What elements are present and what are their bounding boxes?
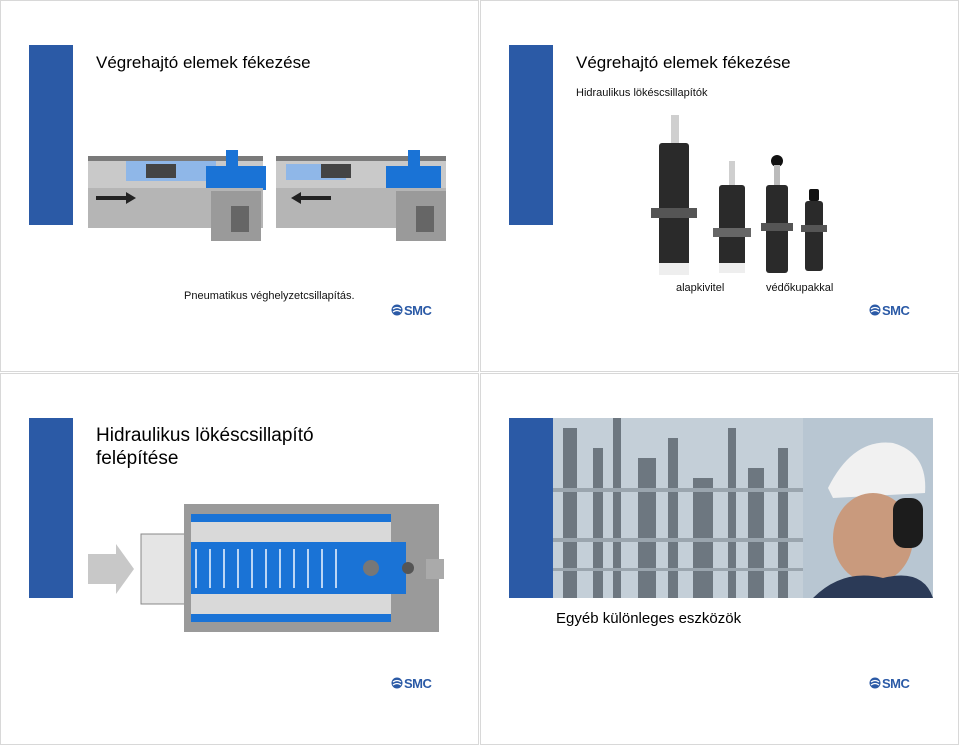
accent-bar	[509, 418, 553, 598]
slide-title: Végrehajtó elemek fékezése	[96, 53, 311, 72]
slide-caption: Egyéb különleges eszközök	[556, 610, 742, 627]
accent-bar	[29, 45, 73, 225]
smc-logo: SMC	[869, 303, 917, 319]
shock-absorbers-photo	[651, 115, 827, 275]
slide-hydraulic-absorbers: Végrehajtó elemek fékezése Hidraulikus l…	[480, 0, 959, 372]
slide-subtitle: Hidraulikus lökéscsillapítók	[576, 87, 708, 99]
caption-protective-cap: védőkupakkal	[766, 282, 834, 294]
slide-title: Végrehajtó elemek fékezése	[576, 53, 791, 72]
pneumatic-cylinder-illustration	[88, 150, 446, 241]
title-line-2: felépítése	[96, 448, 179, 469]
absorber-cross-section	[88, 504, 444, 632]
caption-basic: alapkivitel	[676, 282, 725, 294]
slide-caption: Pneumatikus véghelyzetcsillapítás.	[184, 290, 355, 302]
slide-title: Hidraulikus lökéscsillapító felépítése	[96, 424, 314, 470]
slide-special-equipment: Egyéb különleges eszközök SMC	[480, 373, 959, 745]
smc-logo: SMC	[391, 303, 439, 319]
slide-pneumatic-cushioning: Végrehajtó elemek fékezése Pneumatikus v…	[0, 0, 479, 372]
industrial-photo	[553, 418, 933, 598]
smc-logo: SMC	[391, 676, 439, 692]
title-line-1: Hidraulikus lökéscsillapító	[96, 425, 314, 446]
accent-bar	[509, 45, 553, 225]
accent-bar	[29, 418, 73, 598]
slide-absorber-structure: Hidraulikus lökéscsillapító felépítése S…	[0, 373, 479, 745]
smc-logo: SMC	[869, 676, 917, 692]
